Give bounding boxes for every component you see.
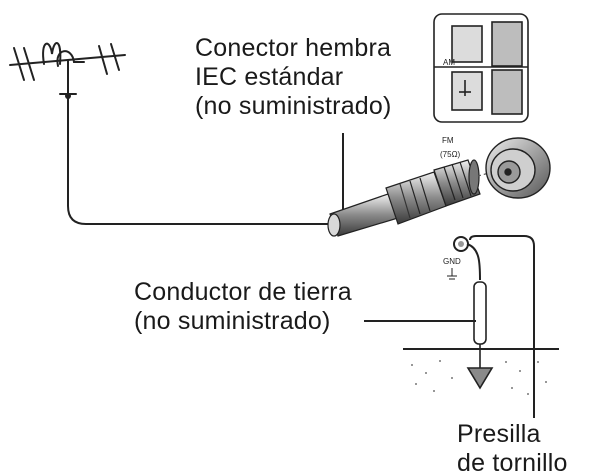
ground-wire-label-line-1: Conductor de tierra: [134, 278, 352, 306]
screw-clamp-label-line-2: de tornillo: [457, 449, 568, 476]
iec-connector-label-line-3: (no suministrado): [195, 92, 392, 120]
fm-antenna-icon: [9, 42, 126, 97]
antenna-cable: [67, 96, 330, 225]
am-loop-antenna-icon: [433, 13, 529, 123]
ground-wire: [466, 243, 481, 281]
am-terminal-label: AM: [443, 58, 455, 67]
ground-wire-label: Conductor de tierra (no suministrado): [134, 278, 352, 336]
soil-texture: [411, 360, 547, 395]
fm-jack-icon: [485, 137, 551, 199]
screw-clamp-label-line-1: Presilla: [457, 420, 541, 448]
iec-connector-label-line-1: Conector hembra: [195, 34, 392, 62]
gnd-terminal-screw: [458, 241, 464, 247]
ground-wire-label-line-2: (no suministrado): [134, 307, 331, 335]
clamp-label-leader: [469, 235, 535, 418]
iec-plug-icon: [327, 159, 481, 237]
ground-rod-icon: [466, 281, 494, 390]
fm-ohm-label: (75Ω): [440, 150, 461, 159]
iec-connector-label: Conector hembra IEC estándar (no suminis…: [195, 34, 392, 121]
fm-terminal-label: FM: [442, 136, 454, 145]
ground-symbol-icon: [447, 268, 457, 280]
iec-connector-label-line-2: IEC estándar: [195, 63, 344, 91]
gnd-terminal-label: GND: [443, 257, 461, 266]
screw-clamp-label: Presilla de tornillo: [457, 420, 568, 476]
